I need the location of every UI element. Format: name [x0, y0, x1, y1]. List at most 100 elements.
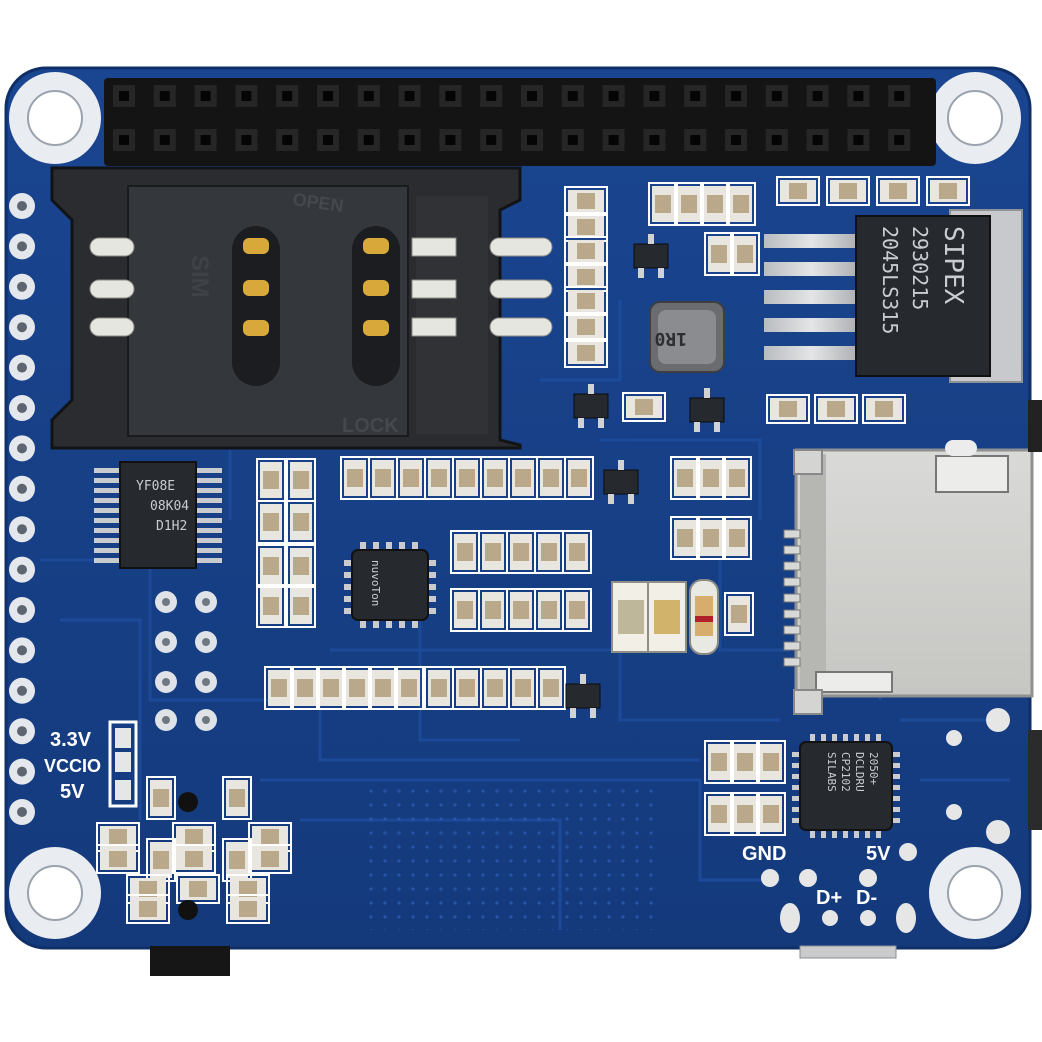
- header-pin-hole: [363, 135, 374, 145]
- smd-outline: [862, 394, 906, 424]
- label-dplus: D+: [816, 887, 842, 909]
- smd-outline: [674, 182, 704, 226]
- chip-pin: [412, 542, 418, 552]
- header-pin-hole: [486, 91, 497, 101]
- chip-pin: [426, 596, 436, 602]
- tantalum-capacitors: [611, 579, 719, 655]
- smd-outline: [564, 338, 608, 368]
- smd-body: [827, 401, 845, 417]
- edge-pad-hole: [17, 645, 27, 656]
- chip-pin: [344, 596, 354, 602]
- sipex-line1: SIPEX: [938, 226, 968, 305]
- smd-body: [681, 195, 697, 213]
- smd-outline: [648, 182, 678, 226]
- sipex-regulator-chip: SIPEX 2930215 2045LS315: [764, 209, 1023, 383]
- smd-body: [733, 195, 749, 213]
- sot-pin: [618, 460, 624, 470]
- smd-body: [703, 469, 719, 487]
- header-pin-hole: [608, 91, 619, 101]
- sot-body: [565, 683, 601, 709]
- header-pin-hole: [363, 91, 374, 101]
- ti-line3: D1H2: [156, 519, 187, 534]
- chip-pin: [194, 478, 222, 483]
- edge-pad-hole: [17, 605, 27, 615]
- sd-pin: [783, 609, 801, 619]
- header-pin-hole: [200, 91, 211, 101]
- chip-pin: [344, 572, 354, 578]
- silabs-line2: DCLDRU: [853, 752, 866, 792]
- chip-pin: [821, 734, 826, 744]
- sot-body: [633, 243, 669, 269]
- chip-pin: [890, 774, 900, 779]
- smd-outline: [696, 516, 726, 560]
- chip-pin: [399, 542, 405, 552]
- header-pin-hole: [567, 135, 578, 145]
- ti-line2: 08K04: [150, 499, 189, 514]
- chip-pin: [890, 818, 900, 823]
- smd-body: [703, 529, 719, 547]
- smd-body: [403, 469, 419, 487]
- smd-body: [153, 789, 169, 807]
- vccio-jumper: [108, 720, 138, 808]
- smd-outline: [286, 500, 316, 544]
- chip-pin: [876, 828, 881, 838]
- edge-pad-hole: [17, 241, 27, 252]
- label-vccio: VCCIO: [44, 756, 101, 776]
- edge-pad-hole: [17, 443, 27, 454]
- smd-body: [577, 269, 595, 285]
- header-pin-hole: [894, 91, 905, 101]
- header-pin-hole: [119, 135, 129, 145]
- edge-pad-hole: [17, 766, 27, 777]
- header-pin-hole: [527, 135, 537, 145]
- smd-body: [185, 829, 203, 845]
- chip-pin: [792, 752, 802, 757]
- smd-outline: [766, 394, 810, 424]
- smd-outline: [776, 176, 820, 206]
- sot-pin: [638, 268, 644, 278]
- smd-body: [457, 601, 473, 619]
- mounting-hole-icon: [929, 847, 1021, 939]
- nuvoton-mcu-chip: nuvoTon: [344, 542, 436, 628]
- smd-body: [655, 195, 671, 213]
- chip-pin: [792, 796, 802, 801]
- smd-outline: [814, 394, 858, 424]
- smd-body: [347, 469, 363, 487]
- chip-pin: [360, 542, 366, 552]
- sd-pin: [783, 657, 801, 667]
- header-pin-hole: [159, 91, 170, 101]
- chip-pin: [344, 608, 354, 614]
- smd-body: [153, 851, 169, 869]
- chip-pin: [94, 548, 122, 553]
- sd-pin: [783, 641, 801, 651]
- sipex-line3: 2045LS315: [878, 226, 902, 334]
- smd-body: [431, 469, 447, 487]
- smd-body: [293, 597, 309, 615]
- smd-body: [485, 543, 501, 561]
- chip-pin: [344, 584, 354, 590]
- smd-outline: [704, 232, 734, 276]
- header-pin-hole: [282, 91, 293, 101]
- header-pin-hole: [119, 91, 129, 101]
- smd-body: [239, 881, 257, 897]
- chip-pin: [890, 752, 900, 757]
- smd-outline: [730, 232, 760, 276]
- smd-outline: [316, 666, 346, 710]
- smd-outline: [126, 894, 170, 924]
- sim-card-holder-icon: OPEN LOCK SIM: [50, 166, 553, 450]
- chip-pin: [399, 618, 405, 628]
- chip-pin: [386, 618, 392, 628]
- smd-body: [229, 851, 245, 869]
- chip-pin: [412, 618, 418, 628]
- header-pin-hole: [159, 135, 170, 145]
- label-dminus: D-: [856, 887, 877, 909]
- smd-passives: [96, 176, 970, 924]
- smd-body: [139, 901, 157, 917]
- header-pin-hole: [404, 91, 415, 101]
- chip-pin: [821, 828, 826, 838]
- smd-outline: [226, 894, 270, 924]
- smd-body: [677, 469, 693, 487]
- cp2102-usb-uart-chip: 2050+ DCLDRU CP2102 SILABS: [792, 734, 900, 838]
- smd-outline: [264, 666, 294, 710]
- smd-body: [677, 529, 693, 547]
